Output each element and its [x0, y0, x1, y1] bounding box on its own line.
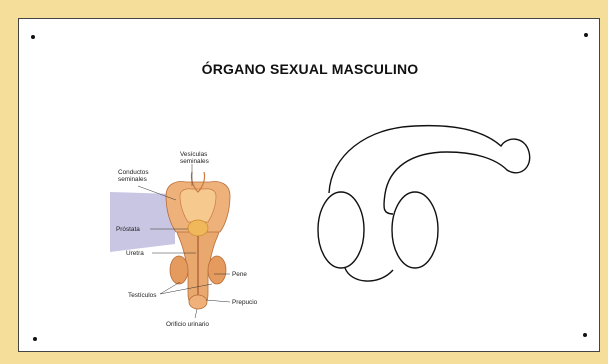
glans-shape — [189, 295, 207, 309]
outline-right-testicle — [392, 192, 438, 268]
label-vesiculas-2: seminales — [180, 158, 209, 165]
label-prepucio: Prepucio — [232, 299, 258, 306]
left-testicle — [170, 256, 188, 284]
outline-lower-arc — [345, 268, 393, 281]
worksheet-title: ÓRGANO SEXUAL MASCULINO — [19, 61, 601, 77]
prostate-shape — [188, 220, 208, 236]
corner-dot-top-left — [31, 35, 35, 39]
outline-left-testicle — [318, 192, 364, 268]
corner-dot-bottom-right — [583, 333, 587, 337]
anatomy-illustration: Conductos seminales Vesículas seminales … — [80, 132, 280, 332]
label-vesiculas-1: Vesículas — [180, 151, 207, 158]
inner-cavity — [180, 189, 216, 222]
corner-dot-bottom-left — [33, 337, 37, 341]
right-testicle — [208, 256, 226, 284]
label-uretra: Uretra — [126, 250, 144, 257]
label-conductos-2: seminales — [118, 176, 147, 183]
outline-drawing — [293, 96, 535, 306]
outline-shape — [318, 126, 530, 281]
lavender-band — [110, 192, 175, 252]
corner-dot-top-right — [584, 33, 588, 37]
label-prostata: Próstata — [116, 226, 140, 233]
label-pene: Pene — [232, 271, 247, 278]
label-orificio: Orificio urinario — [166, 321, 209, 328]
label-conductos-1: Conductos — [118, 169, 149, 176]
label-testiculos: Testículos — [128, 292, 156, 299]
